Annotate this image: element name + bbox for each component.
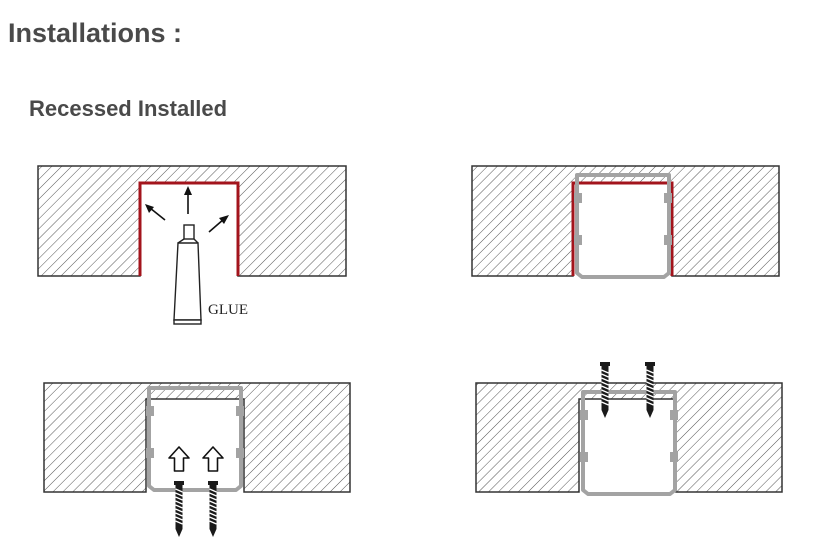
screw-icon — [644, 361, 656, 419]
screw-icon — [207, 480, 219, 538]
aluminum-profile — [572, 173, 674, 279]
section-subtitle: Recessed Installed — [29, 96, 228, 121]
hollow-up-arrow-icon — [202, 446, 224, 472]
aluminum-profile — [578, 390, 680, 496]
wall-block — [475, 382, 783, 493]
wall-block — [43, 382, 351, 493]
glue-line — [138, 181, 240, 276]
glue-line — [571, 181, 674, 276]
panel-insert-profile-screws — [43, 382, 351, 538]
panel-apply-glue: GLUE — [37, 165, 347, 325]
panel-glue-applied — [471, 165, 780, 279]
screw-icon — [599, 361, 611, 419]
hollow-up-arrow-icon — [168, 446, 190, 472]
arrow-icon — [145, 186, 229, 233]
page-title: Installations : — [8, 18, 183, 48]
glue-tube-icon — [173, 224, 202, 325]
panel-screwed-profile — [475, 361, 783, 496]
screw-icon — [173, 480, 185, 538]
glue-label: GLUE — [208, 302, 248, 318]
aluminum-profile — [144, 386, 246, 492]
